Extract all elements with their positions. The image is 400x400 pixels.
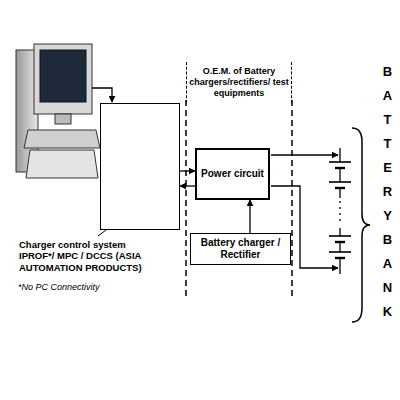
brace <box>352 128 370 322</box>
monitor-screen <box>40 50 86 102</box>
vertical-label: BATTERY BANK <box>381 60 394 324</box>
signal-arrow <box>180 185 195 186</box>
header-band: O.E.M. of Battery chargers/rectifiers/ t… <box>186 62 292 103</box>
battery-symbol <box>329 148 351 274</box>
monitor-stand <box>55 114 71 124</box>
computer-icon <box>16 44 100 178</box>
pc-link-arrow <box>92 88 112 102</box>
box-label: O.E.M. of Battery chargers/rectifiers/ t… <box>187 66 291 98</box>
output-wire <box>271 154 338 155</box>
box-label: Battery charger / Rectifier <box>191 237 290 261</box>
process-box: Battery charger / Rectifier <box>190 233 291 265</box>
keyboard <box>24 130 100 148</box>
signal-arrow <box>180 170 195 171</box>
process-box: Power circuit <box>195 148 270 200</box>
note: *No PC Connectivity <box>18 282 168 293</box>
boundary-dashed-line <box>185 100 187 300</box>
desk-base <box>26 150 98 178</box>
control-box: Charger control system IPROF*/ MPC / DCC… <box>100 103 180 230</box>
boundary-dashed-line <box>291 100 293 300</box>
leader-line <box>98 230 106 236</box>
box-label: Power circuit <box>201 168 264 180</box>
callout-text: Charger control system IPROF*/ MPC / DCC… <box>19 239 159 273</box>
signal-arrow <box>249 200 250 233</box>
monitor-case <box>34 44 92 114</box>
